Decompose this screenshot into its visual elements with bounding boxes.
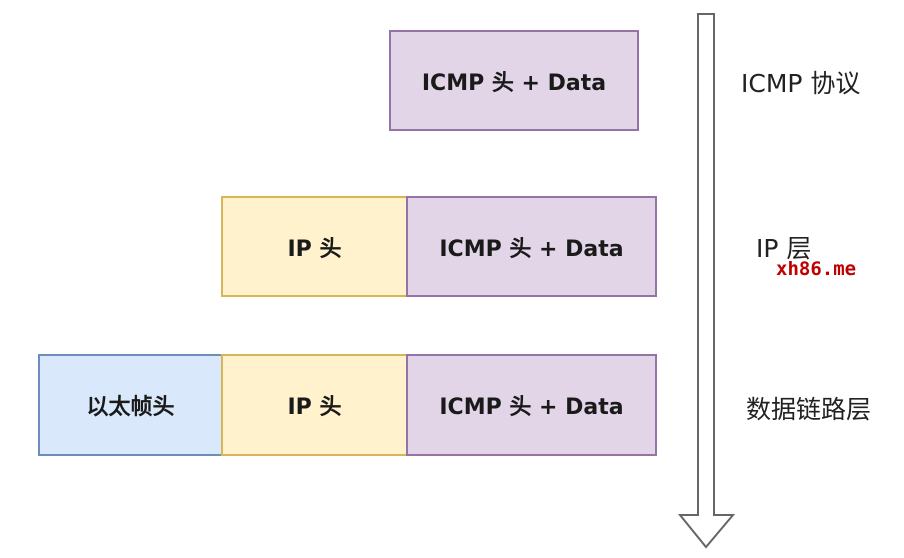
row3-icmp-segment: ICMP 头 + Data bbox=[406, 354, 657, 456]
layer-label-icmp: ICMP 协议 bbox=[741, 69, 861, 98]
layer-label-datalink: 数据链路层 bbox=[746, 395, 872, 424]
watermark-text: xh86.me bbox=[776, 258, 857, 280]
row3-ip-header-segment: IP 头 bbox=[221, 354, 408, 456]
row1-icmp-segment: ICMP 头 + Data bbox=[389, 30, 639, 131]
row3-ethernet-header-segment: 以太帧头 bbox=[38, 354, 223, 456]
layer-label-ip: IP 层 bbox=[756, 234, 812, 263]
row2-ip-header-segment: IP 头 bbox=[221, 196, 408, 297]
row2-icmp-segment: ICMP 头 + Data bbox=[406, 196, 657, 297]
